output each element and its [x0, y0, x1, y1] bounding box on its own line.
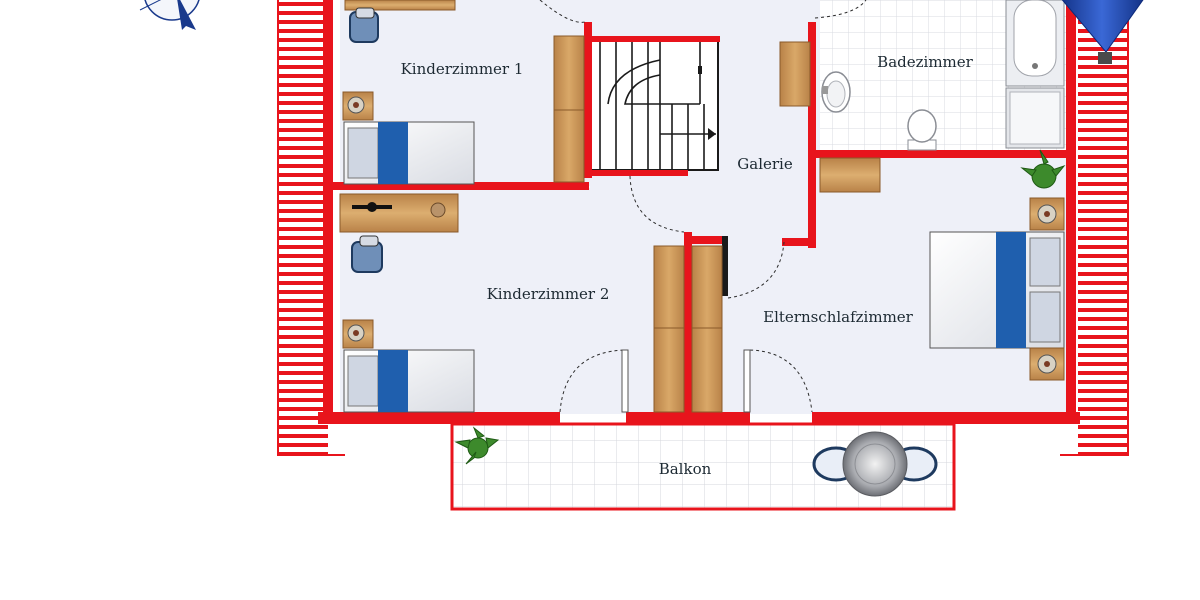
- door-leaves: [621, 349, 751, 413]
- room-label-balkon: Balkon: [659, 460, 712, 478]
- room-label-badezimmer: Badezimmer: [877, 53, 973, 71]
- nightstand-lamp-icon: [342, 319, 374, 349]
- nightstand-lamp-icon: [1029, 347, 1065, 381]
- bed-icon: [343, 121, 475, 185]
- kinderzimmer-2-furniture: [339, 193, 475, 413]
- sink-icon: [821, 71, 851, 113]
- desk-icon: [339, 193, 459, 233]
- door-swings: [539, 0, 867, 413]
- staircase: [589, 37, 719, 171]
- walls: [318, 0, 1080, 424]
- toilet-icon: [907, 109, 937, 151]
- nightstand-lamp-icon: [342, 91, 374, 121]
- roof-slope-right: [1060, 0, 1129, 456]
- balcony-table-icon: [812, 431, 938, 497]
- plant-icon: [1020, 149, 1066, 189]
- room-labels: Kinderzimmer 1 Kinderzimmer 2 Galerie Ba…: [401, 53, 974, 478]
- roof-slope-left: [277, 0, 345, 456]
- bed-icon: [343, 349, 475, 413]
- bathtub-icon: [1005, 0, 1065, 87]
- room-label-galerie: Galerie: [737, 155, 793, 173]
- desk-chair-icon: [349, 7, 379, 43]
- compass-icon: [139, 0, 200, 30]
- wardrobes: [553, 35, 881, 413]
- nightstand-lamp-icon: [1029, 197, 1065, 231]
- room-label-kinderzimmer-1: Kinderzimmer 1: [401, 60, 524, 78]
- plant-icon: [454, 426, 500, 465]
- stair-arrow-icon: [708, 128, 716, 140]
- north-arrow-icon: [1061, 0, 1144, 64]
- desk-chair-icon: [351, 235, 383, 273]
- elternschlafzimmer-furniture: [929, 149, 1066, 381]
- balcony-furniture: [454, 426, 938, 497]
- room-label-elternschlafzimmer: Elternschlafzimmer: [763, 308, 914, 326]
- room-label-kinderzimmer-2: Kinderzimmer 2: [487, 285, 610, 303]
- bathroom-fixtures: [821, 0, 1065, 151]
- double-bed-icon: [929, 231, 1065, 349]
- kinderzimmer-1-furniture: [342, 0, 475, 185]
- shower-tray-icon: [1005, 87, 1065, 149]
